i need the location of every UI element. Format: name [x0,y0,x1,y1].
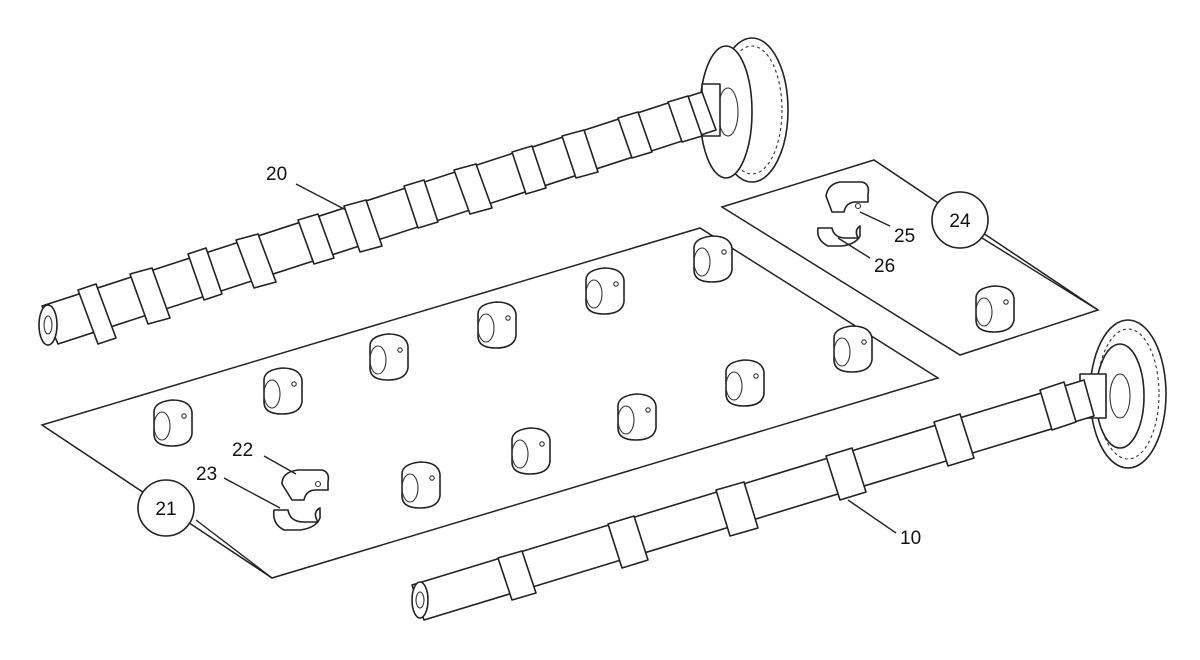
leader-26 [837,237,871,259]
bearing-half-upper-22 [281,469,330,501]
leader-24 [981,237,1099,311]
leader-lines [195,183,1099,579]
bearing-shell-21-11 [833,325,873,373]
callout-20-label: 20 [266,164,287,185]
bearing-shell-21-4 [477,301,517,349]
bearing-shell-21-8 [511,427,551,475]
camshaft-lower-end [411,581,429,619]
camshaft-lower-gear [1079,319,1167,469]
bearing-tray-21-outline [40,227,940,579]
callout-23-label: 23 [196,464,217,485]
bearing-shell-24-1 [975,285,1015,333]
leader-25 [859,211,891,227]
bearing-shell-21-10 [725,359,765,407]
callout-10-label: 10 [900,528,921,549]
leader-20 [295,183,347,211]
bearing-set-21 [153,235,873,509]
bearing-set-24 [975,285,1015,333]
callout-24-label: 24 [949,211,971,232]
bearing-shell-21-2 [263,367,303,415]
bearing-half-lower-23 [272,507,321,531]
callout-26-label: 26 [874,256,895,277]
callout-25-label: 25 [894,226,915,247]
callout-22-label: 22 [232,440,253,461]
bearing-shell-21-7 [401,461,441,509]
leader-10 [847,499,897,534]
leader-22 [263,455,297,475]
leader-23 [223,477,281,509]
bearing-tray-24-outline [720,159,1100,356]
camshaft-upper-end [38,304,58,346]
leader-21 [195,519,273,579]
bearing-half-upper-25 [825,181,870,213]
bearing-shell-21-9 [617,393,657,441]
callout-21-label: 21 [155,499,176,520]
bearing-shell-21-1 [153,399,193,447]
camshaft-lower-lobes [497,381,1077,601]
callout-21-circle [137,479,195,537]
camshaft-upper [38,37,789,346]
camshaft-lower [411,319,1167,621]
bearing-half-lower-26 [816,225,861,247]
camshaft-upper-lobes [77,95,703,345]
camshaft-upper-gear [699,37,789,183]
bearing-shell-21-6 [693,235,733,283]
bearing-shell-21-3 [369,333,409,381]
bearing-shell-21-5 [585,267,625,315]
callout-24-circle [931,191,989,249]
